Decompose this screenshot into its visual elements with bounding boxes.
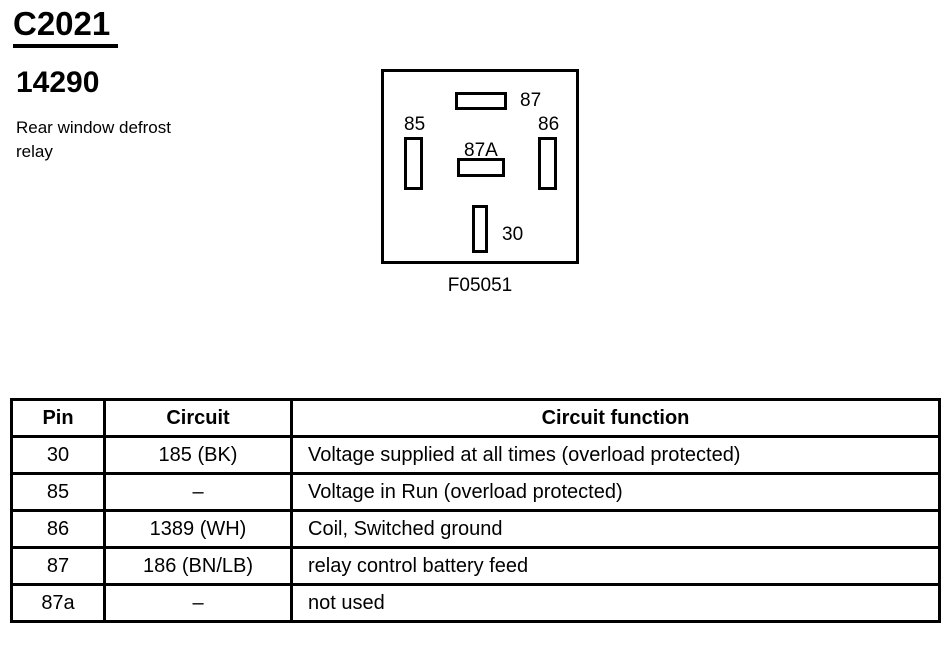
pin-30-label: 30 bbox=[502, 224, 524, 245]
part-number: 14290 bbox=[16, 66, 100, 99]
function-cell: relay control battery feed bbox=[290, 546, 941, 586]
circuit-cell: 186 (BN/LB) bbox=[103, 546, 293, 586]
pin-cell: 30 bbox=[10, 435, 106, 475]
table-row: 87 186 (BN/LB) relay control battery fee… bbox=[10, 546, 941, 586]
column-header-circuit-function: Circuit function bbox=[290, 398, 941, 438]
table-row: 87a – not used bbox=[10, 583, 941, 623]
table-row: 30 185 (BK) Voltage supplied at all time… bbox=[10, 435, 941, 475]
component-description-line2: relay bbox=[16, 142, 53, 161]
pin-87-terminal bbox=[455, 92, 507, 110]
column-header-circuit: Circuit bbox=[103, 398, 293, 438]
relay-connector-diagram: 87 85 86 87A 30 bbox=[381, 69, 579, 264]
table-row: 85 – Voltage in Run (overload protected) bbox=[10, 472, 941, 512]
pin-86-label: 86 bbox=[538, 114, 560, 135]
component-description-line1: Rear window defrost bbox=[16, 118, 171, 137]
pin-circuit-table: Pin Circuit Circuit function 30 185 (BK)… bbox=[10, 398, 941, 623]
function-cell: Coil, Switched ground bbox=[290, 509, 941, 549]
pin-87a-terminal bbox=[457, 158, 505, 177]
circuit-cell: 1389 (WH) bbox=[103, 509, 293, 549]
pin-cell: 86 bbox=[10, 509, 106, 549]
column-header-pin: Pin bbox=[10, 398, 106, 438]
circuit-cell: – bbox=[103, 472, 293, 512]
pin-87a-label: 87A bbox=[464, 140, 498, 161]
connector-id-title: C2021 bbox=[13, 5, 119, 48]
pin-cell: 87a bbox=[10, 583, 106, 623]
pin-85-terminal bbox=[404, 137, 423, 190]
function-cell: Voltage in Run (overload protected) bbox=[290, 472, 941, 512]
function-cell: Voltage supplied at all times (overload … bbox=[290, 435, 941, 475]
table-header-row: Pin Circuit Circuit function bbox=[10, 398, 941, 438]
pin-cell: 85 bbox=[10, 472, 106, 512]
pin-30-terminal bbox=[472, 205, 488, 253]
component-description: Rear window defrost relay bbox=[16, 116, 216, 164]
pin-87-label: 87 bbox=[520, 90, 542, 111]
circuit-cell: – bbox=[103, 583, 293, 623]
table-row: 86 1389 (WH) Coil, Switched ground bbox=[10, 509, 941, 549]
pin-cell: 87 bbox=[10, 546, 106, 586]
circuit-cell: 185 (BK) bbox=[103, 435, 293, 475]
figure-number-caption: F05051 bbox=[447, 275, 513, 296]
function-cell: not used bbox=[290, 583, 941, 623]
pin-85-label: 85 bbox=[404, 114, 426, 135]
pin-86-terminal bbox=[538, 137, 557, 190]
